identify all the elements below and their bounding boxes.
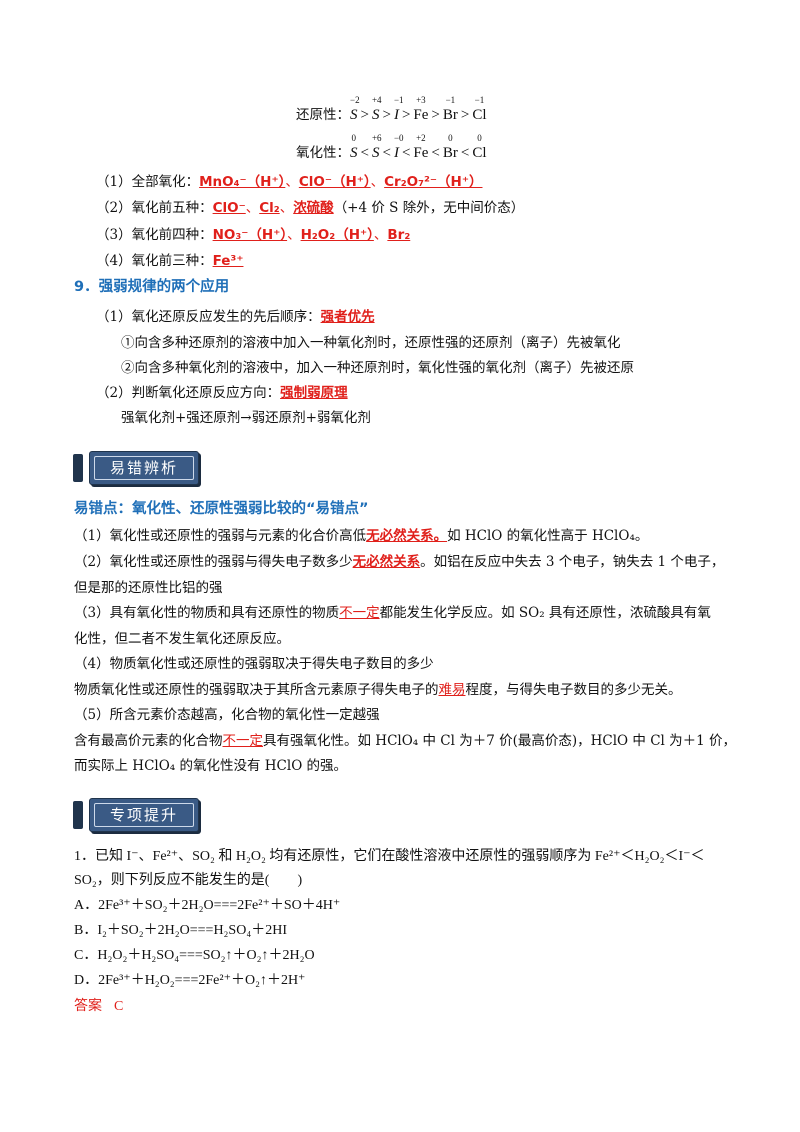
oxidation-operator: < xyxy=(460,145,470,161)
question-stem: 1．已知 I⁻、Fe²⁺、SO₂ 和 H₂O₂ 均有还原性，它们在酸性溶液中还原… xyxy=(74,849,705,864)
list-item-1: （1）全部氧化：MnO₄⁻（H⁺）、ClO⁻（H⁺）、Cr₂O₇²⁻（H⁺） xyxy=(96,174,483,190)
banner-bar xyxy=(73,454,83,482)
oxidation-oxidation-state: 0 xyxy=(477,133,482,143)
reduction-operator: > xyxy=(460,107,470,123)
error-5-explain-cont: 而实际上 HClO₄ 的氧化性没有 HClO 的强。 xyxy=(74,758,348,774)
error-5-explain: 含有最高价元素的化合物不一定具有强氧化性。如 HClO₄ 中 Cl 为＋7 价(… xyxy=(74,733,737,749)
option-a: A．2Fe³⁺＋SO₂＋2H₂O===2Fe²⁺＋SO＋4H⁺ xyxy=(74,898,341,913)
section-9-p2: （2）判断氧化还原反应方向：强制弱原理 xyxy=(96,385,348,401)
error-4-explain: 物质氧化性或还原性的强弱取决于其所含元素原子得失电子的难易程度，与得失电子数目的… xyxy=(74,682,682,698)
reduction-operator: > xyxy=(401,107,411,123)
list-item-3: （3）氧化前四种：NO₃⁻（H⁺）、H₂O₂（H⁺）、Br₂ xyxy=(96,227,411,243)
banner-label: 专项提升 xyxy=(94,803,194,827)
reduction-symbol: I xyxy=(393,107,399,123)
reduction-symbol: S xyxy=(371,107,380,123)
oxidation-symbol: Cl xyxy=(472,145,487,161)
oxidation-operator: < xyxy=(401,145,411,161)
reduction-symbol: Fe xyxy=(413,107,429,123)
banner-label: 易错辨析 xyxy=(94,456,194,480)
error-4: （4）物质氧化性或还原性的强弱取决于得失电子数目的多少 xyxy=(74,656,434,672)
error-1: （1）氧化性或还原性的强弱与元素的化合价高低无必然关系。如 HClO 的氧化性高… xyxy=(74,528,649,544)
option-c: C．H₂O₂＋H₂SO₄===SO₂↑＋O₂↑＋2H₂O xyxy=(74,948,315,963)
section-9-p1-line2: ②向含多种氧化剂的溶液中，加入一种还原剂时，氧化性强的氧化剂（离子）先被还原 xyxy=(121,360,634,376)
section-9-title: 9．强弱规律的两个应用 xyxy=(74,279,230,295)
error-5: （5）所含元素价态越高，化合物的氧化性一定越强 xyxy=(74,707,380,723)
oxidation-symbol: S xyxy=(371,145,380,161)
reduction-label: 还原性： xyxy=(296,107,350,123)
reduction-operator: > xyxy=(382,107,391,123)
banner-box: 专项提升 xyxy=(89,798,199,832)
oxidation-oxidation-state: +6 xyxy=(371,133,382,143)
oxidation-symbol: S xyxy=(350,145,358,161)
oxidation-oxidation-state: 0 xyxy=(448,133,453,143)
oxidation-operator: < xyxy=(360,145,369,161)
reduction-symbol: S xyxy=(350,107,358,123)
reduction-oxidation-state: −2 xyxy=(350,95,360,105)
oxidation-oxidation-state: 0 xyxy=(351,133,357,143)
reduction-oxidation-state: −1 xyxy=(474,95,485,105)
error-2-cont: 但是那的还原性比铝的强 xyxy=(74,580,223,596)
option-b: B．I₂＋SO₂＋2H₂O===H₂SO₄＋2HI xyxy=(74,923,287,938)
reduction-symbol: Br xyxy=(442,107,458,123)
reduction-symbol: Cl xyxy=(472,107,487,123)
answer: 答案 C xyxy=(74,995,123,1015)
error-3: （3）具有氧化性的物质和具有还原性的物质不一定都能发生化学反应。如 SO₂ 具有… xyxy=(74,605,711,621)
section-9-p1: （1）氧化还原反应发生的先后顺序：强者优先 xyxy=(96,309,375,325)
answer-value: C xyxy=(114,999,124,1014)
reduction-operator: > xyxy=(360,107,369,123)
section-9-p2-line1: 强氧化剂+强还原剂→弱还原剂+弱氧化剂 xyxy=(121,410,371,426)
error-3-cont: 化性，但二者不发生氧化还原反应。 xyxy=(74,631,290,647)
option-d: D．2Fe³⁺＋H₂O₂===2Fe²⁺＋O₂↑＋2H⁺ xyxy=(74,973,306,988)
question-stem-cont: SO₂，则下列反应不能发生的是( ) xyxy=(74,873,303,888)
oxidation-oxidation-state: +2 xyxy=(416,133,426,143)
errors-title: 易错点：氧化性、还原性强弱比较的“易错点” xyxy=(74,501,369,517)
section-banner-practice: 专项提升 xyxy=(73,798,199,832)
banner-box: 易错辨析 xyxy=(89,451,199,485)
oxidation-operator: < xyxy=(382,145,391,161)
section-9-p1-line1: ①向含多种还原剂的溶液中加入一种氧化剂时，还原性强的还原剂（离子）先被氧化 xyxy=(121,335,621,351)
reduction-oxidation-state: +3 xyxy=(416,95,426,105)
oxidation-operator: < xyxy=(431,145,440,161)
reduction-operator: > xyxy=(431,107,440,123)
oxidation-symbol: Fe xyxy=(413,145,429,161)
oxidation-label: 氧化性： xyxy=(296,145,350,161)
list-item-4: （4）氧化前三种：Fe³⁺ xyxy=(96,253,244,269)
section-banner-errors: 易错辨析 xyxy=(73,451,199,485)
error-2: （2）氧化性或还原性的强弱与得失电子数多少无必然关系。如铝在反应中失去 3 个电… xyxy=(74,554,725,570)
oxidation-symbol: I xyxy=(393,145,399,161)
list-item-2: （2）氧化前五种：ClO⁻、Cl₂、浓硫酸（+4 价 S 除外，无中间价态） xyxy=(96,200,525,216)
oxidation-oxidation-state: −0 xyxy=(393,133,404,143)
banner-bar xyxy=(73,801,83,829)
reduction-oxidation-state: +4 xyxy=(371,95,382,105)
reduction-oxidation-state: −1 xyxy=(393,95,404,105)
reduction-oxidation-state: −1 xyxy=(445,95,456,105)
answer-label: 答案 xyxy=(74,998,102,1014)
oxidation-symbol: Br xyxy=(442,145,458,161)
